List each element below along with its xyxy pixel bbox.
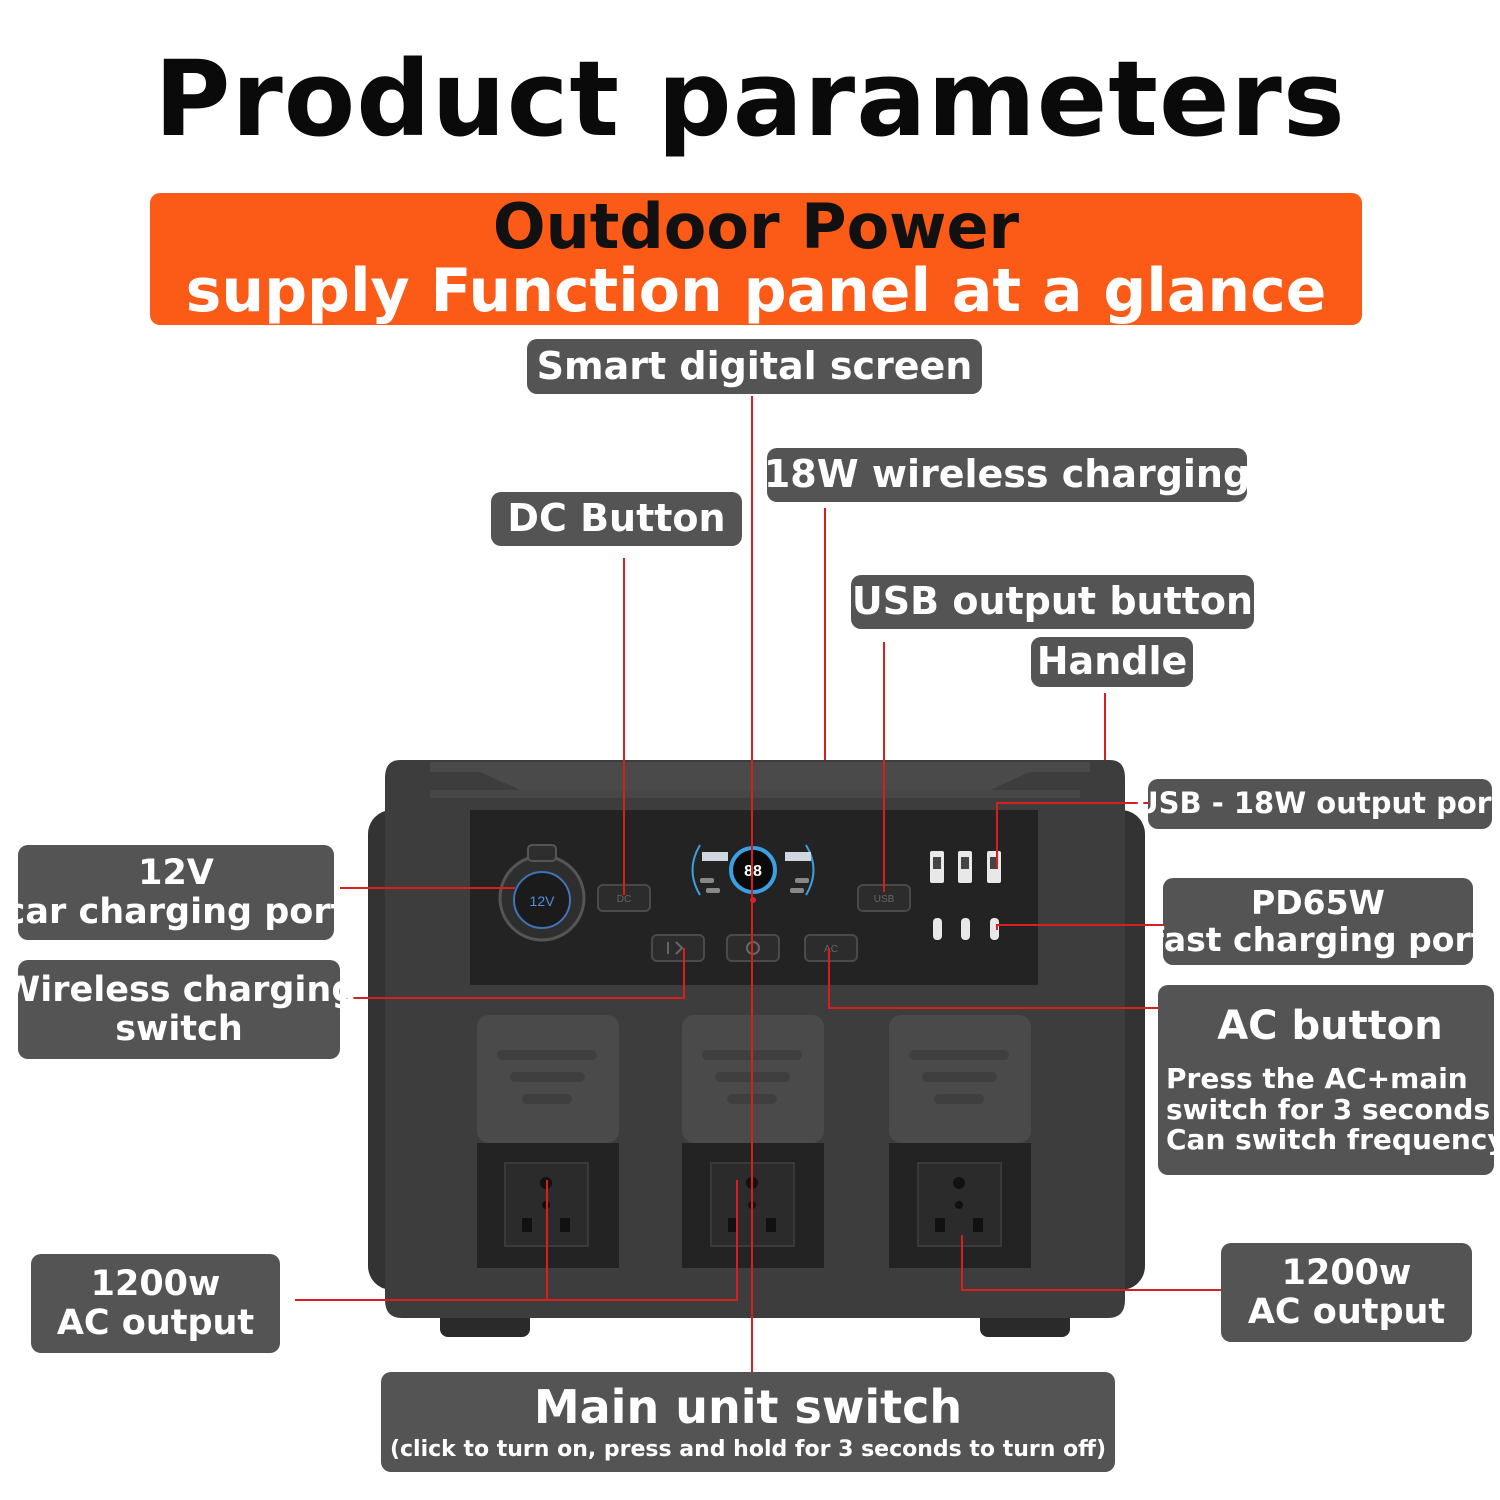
label-text-line-2: fast charging port	[1149, 919, 1487, 959]
label-text-line-1: 12V	[138, 853, 214, 893]
ac-key-text: AC	[824, 944, 838, 955]
label-text-line-2: switch	[115, 1008, 243, 1049]
leader-lines	[295, 396, 1222, 1372]
ac-key	[804, 934, 858, 962]
label-handle: Handle	[1031, 637, 1193, 687]
label-main-unit-switch: Main unit switch (click to turn on, pres…	[381, 1372, 1115, 1472]
label-ac-output-left: 1200w AC output	[31, 1254, 280, 1353]
label-text: DC Button	[507, 496, 726, 541]
label-pd65w-port: PD65W fast charging port	[1150, 878, 1487, 965]
label-text: USB - 18W output port	[1135, 786, 1500, 821]
label-text: Smart digital screen	[536, 343, 973, 388]
label-wireless-charging-switch: Wireless charging switch	[2, 960, 356, 1059]
label-ac-button: AC button Press the AC+main switch for 3…	[1158, 985, 1500, 1175]
label-text: USB output button	[851, 579, 1254, 624]
display-digits: 88	[744, 863, 762, 880]
label-text-line-2: car charging port	[4, 891, 348, 932]
label-text-line-1: Wireless charging	[1, 970, 357, 1010]
label-text-line-1: 1200w	[90, 1264, 221, 1304]
device-top-band	[430, 790, 1080, 798]
label-usb-18w-output-port: USB - 18W output port	[1135, 779, 1500, 829]
label-desc-line-3: Can switch frequency	[1166, 1123, 1500, 1157]
label-desc-line-1: Press the AC+main	[1166, 1061, 1468, 1095]
label-12v-car-port: 12V car charging port	[5, 845, 347, 940]
label-text-line-2: AC output	[56, 1302, 255, 1343]
usb-a-port-icon	[930, 851, 1001, 883]
page-title: Product parameters	[154, 38, 1346, 160]
section-banner: Outdoor Power supply Function panel at a…	[150, 193, 1362, 325]
handle-icon	[430, 762, 1090, 790]
wireless-charging-icon	[667, 941, 684, 955]
usb-key-text: USB	[874, 894, 895, 905]
wireless-key	[651, 934, 705, 962]
dc-key-text: DC	[617, 894, 631, 905]
label-text-line-2: AC output	[1247, 1291, 1446, 1332]
label-text: 18W wireless charging	[763, 452, 1251, 497]
label-ac-output-right: 1200w AC output	[1221, 1243, 1472, 1342]
label-title: Main unit switch	[533, 1379, 963, 1434]
label-title: AC button	[1217, 1002, 1443, 1049]
label-dc-button: DC Button	[491, 492, 742, 546]
label-wireless-charging-18w: 18W wireless charging	[763, 448, 1251, 502]
banner-line-2: supply Function panel at a glance	[185, 256, 1327, 326]
label-usb-output-button: USB output button	[851, 575, 1254, 629]
usb-c-port-icon	[933, 918, 999, 940]
label-smart-digital-screen: Smart digital screen	[527, 339, 982, 394]
banner-line-1: Outdoor Power	[492, 190, 1020, 263]
label-text-line-1: 1200w	[1281, 1253, 1412, 1293]
label-desc: (click to turn on, press and hold for 3 …	[389, 1437, 1107, 1463]
label-text-line-1: PD65W	[1251, 883, 1385, 923]
car-port-text: 12V	[530, 893, 556, 909]
ac-outlet-icon	[477, 1015, 1031, 1268]
label-text: Handle	[1036, 639, 1188, 684]
label-desc-line-2: switch for 3 seconds	[1166, 1092, 1491, 1126]
